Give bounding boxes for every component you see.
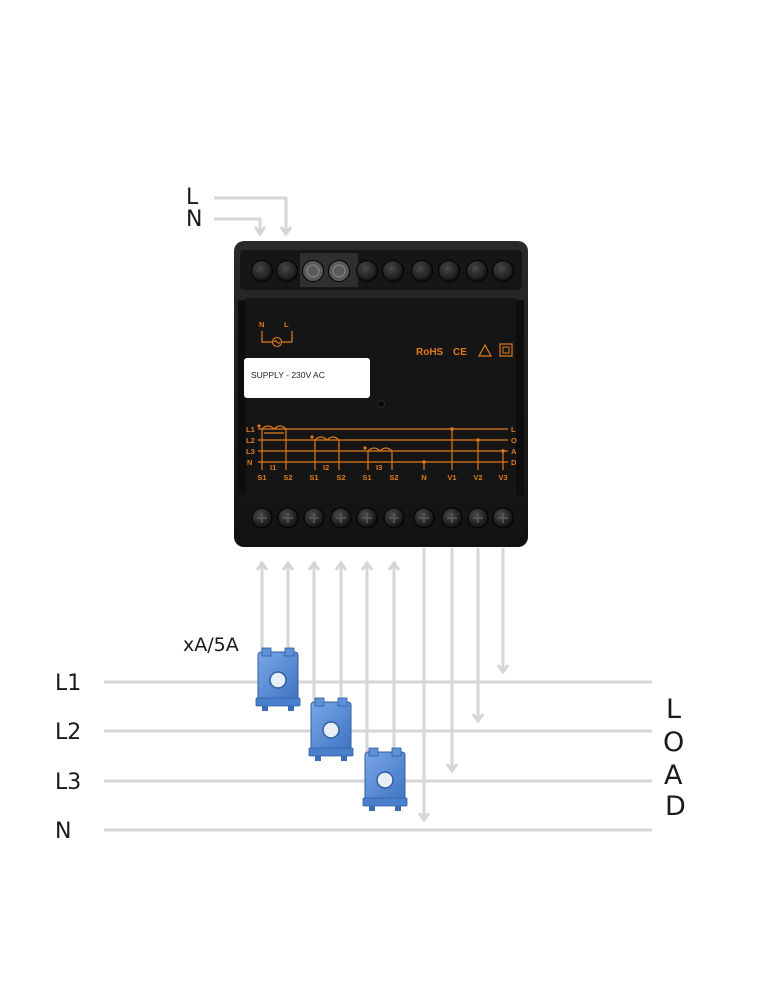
terminal-label: S2 xyxy=(389,473,398,482)
arrow-icon xyxy=(445,763,459,774)
phase-line-label: L1 xyxy=(246,425,255,434)
terminal-screw[interactable] xyxy=(492,507,514,529)
terminal-screw[interactable] xyxy=(277,507,299,529)
terminal-screw[interactable] xyxy=(467,507,489,529)
top-terminal xyxy=(328,260,350,282)
load-side-letter: D xyxy=(511,458,517,467)
terminal-label: S1 xyxy=(362,473,371,482)
supply-voltage-label: SUPPLY - 230V AC xyxy=(251,370,325,380)
terminal-screw[interactable] xyxy=(413,507,435,529)
double-insulation-icon xyxy=(499,343,513,357)
top-terminal xyxy=(411,260,433,282)
supply-sticker xyxy=(244,358,370,398)
terminal-label: V1 xyxy=(447,473,456,482)
arrow-icon xyxy=(307,560,321,571)
line-label: L1 xyxy=(55,671,81,696)
phase-line-label: N xyxy=(247,458,252,467)
ct-aperture xyxy=(322,721,340,739)
load-letter: A xyxy=(664,760,683,791)
arrow-icon xyxy=(281,560,295,571)
line-label: N xyxy=(55,819,71,844)
current-transformer xyxy=(362,747,408,811)
terminal-label: V3 xyxy=(498,473,507,482)
top-terminal xyxy=(382,260,404,282)
measurement-wires xyxy=(255,548,510,823)
arrow-icon xyxy=(334,560,348,571)
ct-aperture xyxy=(269,671,287,689)
ce-mark: CE xyxy=(453,347,467,358)
supply-input: L N xyxy=(186,185,293,237)
top-terminal xyxy=(302,260,324,282)
symbol-label-n: N xyxy=(259,320,264,329)
internal-wiring-schematic: L1 L2 L3 N L O A D I1 I2 I3 xyxy=(246,424,517,482)
arrow-icon xyxy=(279,226,293,237)
line-label: L3 xyxy=(55,770,81,795)
bottom-terminals xyxy=(251,507,514,529)
current-transformers xyxy=(255,647,408,811)
arrow-icon xyxy=(360,560,374,571)
terminal-screw[interactable] xyxy=(383,507,405,529)
arrow-icon xyxy=(417,812,431,823)
ct-ratio-label: xA/5A xyxy=(183,634,239,656)
line-label: L2 xyxy=(55,720,81,745)
arrow-icon xyxy=(496,664,510,675)
supply-label-l: L xyxy=(186,185,199,210)
supply-label-n: N xyxy=(186,207,202,232)
phase-line-label: L2 xyxy=(246,436,255,445)
terminal-label: S2 xyxy=(336,473,345,482)
mains-lines: L1 L2 L3 N xyxy=(55,671,652,844)
terminal-screw[interactable] xyxy=(441,507,463,529)
top-terminals xyxy=(251,260,514,282)
load-label: L O A D xyxy=(663,694,686,822)
current-transformer xyxy=(308,697,354,761)
arrow-icon xyxy=(255,560,269,571)
top-terminal xyxy=(492,260,514,282)
terminal-screw[interactable] xyxy=(251,507,273,529)
current-transformer xyxy=(255,647,301,711)
top-terminal xyxy=(276,260,298,282)
current-input-label: I3 xyxy=(376,463,382,472)
top-terminal xyxy=(466,260,488,282)
supply-symbol: N L xyxy=(259,320,293,348)
current-input-label: I2 xyxy=(323,463,329,472)
ct-aperture xyxy=(376,771,394,789)
terminal-screw[interactable] xyxy=(330,507,352,529)
phase-line-label: L3 xyxy=(246,447,255,456)
load-side-letter: O xyxy=(511,436,517,445)
terminal-label: S1 xyxy=(309,473,318,482)
top-terminal xyxy=(438,260,460,282)
warning-icon xyxy=(477,343,493,357)
load-side-letter: L xyxy=(511,425,516,434)
top-terminal xyxy=(251,260,273,282)
current-input-label: I1 xyxy=(270,463,276,472)
rohs-mark: RoHS xyxy=(416,347,444,358)
load-side-letter: A xyxy=(511,447,517,456)
certification-marks: RoHS CE xyxy=(416,343,513,358)
terminal-label: S2 xyxy=(283,473,292,482)
terminal-screw[interactable] xyxy=(303,507,325,529)
load-letter: L xyxy=(666,694,681,725)
terminal-labels: S1 S2 S1 S2 S1 S2 N V1 V2 V3 xyxy=(257,473,507,482)
supply-wire-l xyxy=(214,196,288,233)
terminal-screw[interactable] xyxy=(356,507,378,529)
arrow-icon xyxy=(471,713,485,724)
terminal-label: N xyxy=(421,473,426,482)
load-letter: D xyxy=(665,791,686,822)
top-terminal xyxy=(356,260,378,282)
supply-wire-n xyxy=(214,217,262,233)
terminal-label: V2 xyxy=(473,473,482,482)
terminal-label: S1 xyxy=(257,473,266,482)
arrow-icon xyxy=(387,560,401,571)
energy-meter-device: N L RoHS CE SUPPLY - 230V AC L1 L2 L3 N … xyxy=(234,241,528,547)
arrow-icon xyxy=(253,226,267,237)
symbol-label-l: L xyxy=(284,320,289,329)
load-letter: O xyxy=(663,727,684,758)
